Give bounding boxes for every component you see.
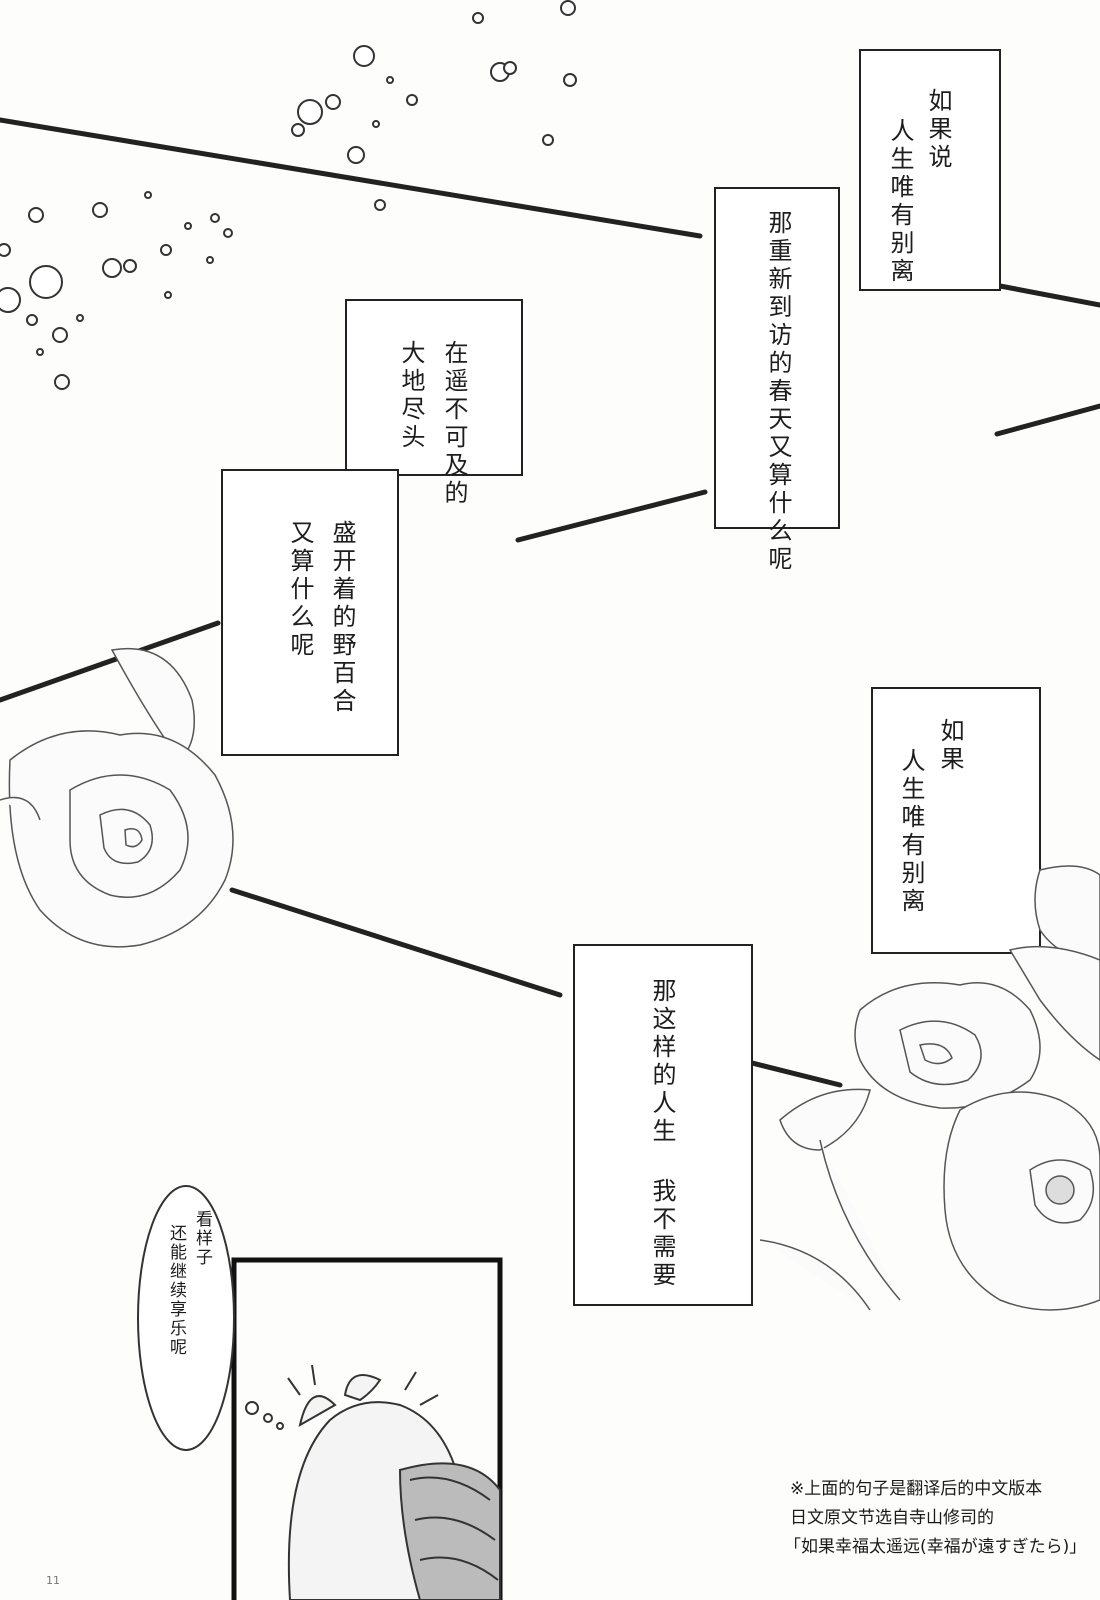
character-figure: [287, 1374, 501, 1600]
caption-1-line-2: 人生唯有别离: [886, 118, 914, 286]
footnote-line-2: 日文原文节选自寺山修司的: [790, 1508, 994, 1528]
surprise-marks: [287, 1364, 439, 1406]
camellia-right: [759, 865, 1100, 1311]
caption-box-4: [221, 469, 399, 756]
caption-boxes: [221, 49, 1041, 1306]
caption-6-line-1: 那这样的人生 我不需要: [648, 978, 676, 1290]
bottom-panel: [231, 1257, 503, 1600]
bubble-dots: [0, 0, 577, 390]
speech-bubble: [137, 1185, 284, 1451]
caption-4-line-2: 又算什么呢: [286, 520, 314, 660]
caption-box-6: [573, 944, 753, 1306]
camellia-left: [0, 647, 234, 948]
caption-3-line-2: 大地尽头: [397, 340, 425, 452]
caption-box-2: [714, 187, 840, 529]
speech-bubble-line-1: 看样子: [192, 1210, 212, 1267]
page-number: 11: [46, 1574, 60, 1587]
caption-3-line-1: 在遥不可及的: [440, 340, 468, 508]
caption-5-line-2: 人生唯有别离: [897, 748, 925, 916]
caption-box-3: [345, 299, 523, 476]
footnote-line-1: ※上面的句子是翻译后的中文版本: [790, 1479, 1043, 1499]
footnote-line-3: 「如果幸福太遥远(幸福が遠すぎたら)」: [784, 1537, 1087, 1557]
caption-2-line-1: 那重新到访的春天又算什么呢: [764, 210, 792, 574]
caption-5-line-1: 如果: [936, 718, 964, 774]
thread-lines: [0, 117, 1100, 1088]
speech-bubble-line-2: 还能继续享乐呢: [166, 1224, 186, 1357]
caption-box-1: [859, 49, 1001, 291]
caption-4-line-1: 盛开着的野百合: [328, 520, 356, 716]
caption-box-5: [871, 687, 1041, 954]
caption-1-line-1: 如果说: [924, 88, 952, 172]
